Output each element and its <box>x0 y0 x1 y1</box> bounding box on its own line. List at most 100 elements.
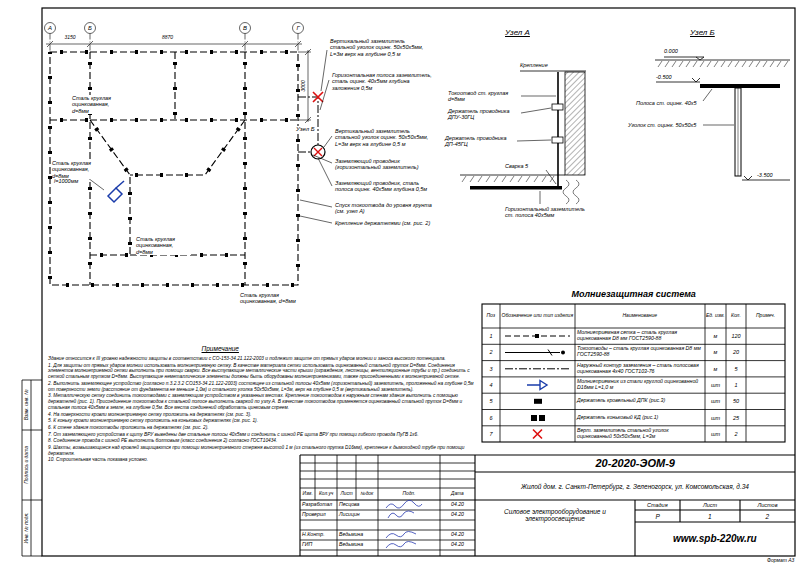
table-cell: 20 <box>733 349 739 355</box>
level-mark: -0.500 <box>656 74 672 80</box>
level-mark: -3.500 <box>757 172 773 178</box>
project-name: Жилой дом. г. Санкт-Петербург, г. Зелено… <box>521 483 749 490</box>
table-cell: Молниеприемник из стали круглой оцинкова… <box>577 379 703 391</box>
table-header: Кол.уч <box>319 491 333 497</box>
table-cell: Держатель коньковый КД (рис.1) <box>577 415 658 421</box>
table-cell: 2 <box>766 513 770 520</box>
table-cell: м <box>714 333 718 339</box>
role-cell: Н.Контр. <box>302 532 325 538</box>
name-cell: Ведьмина <box>339 532 363 538</box>
table-header: Подп. <box>403 491 416 497</box>
format-label: Формат А3 <box>767 558 794 564</box>
signatures <box>386 500 422 548</box>
detail-title: Узел А <box>505 28 530 37</box>
level-mark: 0.000 <box>664 48 678 54</box>
callout-text: Вертикальный заземлитель стальной уголок… <box>335 128 435 147</box>
note-text: 3. Металлическую сетку соединить токоотв… <box>48 393 476 410</box>
note-text: 9. Шахты, возвышающиеся над кровлей защи… <box>48 445 476 457</box>
note-text: 7. От заземляющего устройства к щиту ВРУ… <box>48 432 476 438</box>
dimension-text: 3150 <box>65 35 76 41</box>
table-cell: Наружный контур заземления – сталь полос… <box>577 363 703 375</box>
table-header: Лист <box>703 502 717 508</box>
callout-text: Заземляющий проводник, сталь полоса оцин… <box>335 180 435 193</box>
note-text: 4. На поверхности кровли молниеприемную … <box>48 412 476 418</box>
table-header: Стадия <box>647 502 668 508</box>
callout-text: Горизонтальный заземлитель ст. полоса 40… <box>505 206 585 219</box>
callout-text: Сварка 5 <box>505 163 528 169</box>
website: www.spb-220w.ru <box>673 533 757 545</box>
dimension-text: 3000 <box>300 80 306 91</box>
table-header: Изм. <box>303 491 313 497</box>
callout-text: Держатель проводника ДПУ-30ГЦ <box>448 108 518 121</box>
roof-holders <box>50 52 298 285</box>
table-cell: шт <box>711 398 720 404</box>
sheet-name: Силовое электрооборудование и электроосв… <box>480 508 630 523</box>
callout-text: Сталь круглая оцинкованная, d=8мм <box>136 236 191 255</box>
dimension-text: 8870 <box>162 35 173 41</box>
table-header: Наименование <box>623 313 658 319</box>
title-block <box>300 455 795 556</box>
earthing-strip <box>298 97 318 152</box>
note-text: 10. Строительная часть показана условно. <box>48 457 476 463</box>
table-header: Листов <box>758 502 778 508</box>
callout-text: l=1000мм <box>54 178 78 184</box>
table-cell: м <box>714 349 718 355</box>
callout-text: Держатель проводника ДП-45ГЦ <box>445 135 515 148</box>
table-cell: 1 <box>490 333 493 339</box>
callout-text: Горизонтальная полоса заземлитель, сталь… <box>332 72 432 91</box>
callout-text: Уголок ст. оцинк. 50х50х5 <box>628 122 696 128</box>
table-cell: 5 <box>735 366 738 372</box>
detail-b-drawing <box>655 57 790 180</box>
date-cell: 04.20 <box>451 512 464 518</box>
callout-text: Сталь круглая оцинкованная, d=8мм <box>52 160 104 179</box>
table-header: Дата <box>451 491 464 497</box>
specification-table <box>482 304 785 442</box>
table-cell: м <box>714 366 718 372</box>
date-cell: 04.20 <box>451 542 464 548</box>
leader-lines <box>80 50 332 223</box>
table-cell: 120 <box>732 333 741 339</box>
notes-block: Здание относится к III уровню надежности… <box>48 356 476 566</box>
callout-text: Вертикальный заземлитель стальной уголок… <box>330 38 430 57</box>
margin-label: Инв. № подл. <box>24 512 30 543</box>
table-title: Молниезащитная система <box>572 289 696 299</box>
callout-text: Крепление держателями (см. рис. 2) <box>335 220 430 226</box>
name-cell: Ведьмина <box>339 542 363 548</box>
table-cell: 25 <box>733 415 739 421</box>
table-cell: шт <box>711 382 720 388</box>
table-cell: шт <box>711 415 720 421</box>
table-cell: 2 <box>490 349 493 355</box>
callout-text: Сталь круглая оцинкованная, d=8мм <box>240 292 300 305</box>
table-cell: Верт. заземлитель стальной уголок оцинко… <box>577 428 703 440</box>
lightning-mesh <box>50 52 298 285</box>
note-text: 2. Выполнить заземляющее устройство (сог… <box>48 381 476 393</box>
sheet-frame <box>22 8 795 556</box>
callout-text: Полоса ст. оцинк. 40х5 <box>636 100 697 106</box>
table-cell: 6 <box>490 415 493 421</box>
table-cell: 5 <box>490 398 493 404</box>
date-cell: 04.20 <box>451 502 464 508</box>
table-header: Кол. <box>731 313 741 319</box>
table-header: Обозначение или тип изделия <box>502 313 574 319</box>
table-cell: 50 <box>733 398 739 404</box>
axis-letter: В <box>243 25 247 32</box>
role-cell: Проверил <box>302 512 326 518</box>
table-cell: Р <box>656 513 660 520</box>
name-cell: Лисицин <box>339 512 360 518</box>
note-text: Здание относится к III уровню надежности… <box>48 356 476 362</box>
margin-label: Подпись и дата <box>24 446 30 484</box>
drawing-code: 20-2020-ЭОМ-9 <box>596 457 675 470</box>
table-cell: Держатель кровельный ДПК (рис.3) <box>577 398 665 404</box>
table-cell: Молниеприемная сетка – сталь круглая оци… <box>577 330 703 342</box>
table-cell: 3 <box>490 366 493 372</box>
table-cell: Токоотводы – сталь круглая оцинкованная … <box>577 346 703 358</box>
callout-text: Заземляющий проводник (горизонтальный за… <box>335 158 435 171</box>
role-cell: ГИП <box>302 542 312 548</box>
table-cell: 7 <box>490 431 493 437</box>
note-text: 8. Соединение провода с шиной РЕ выполни… <box>48 438 476 444</box>
callout-text: Спуск токоотвода до уровня грунта (см. у… <box>335 202 435 215</box>
table-cell: 4 <box>490 382 493 388</box>
table-cell: 2 <box>735 431 738 437</box>
